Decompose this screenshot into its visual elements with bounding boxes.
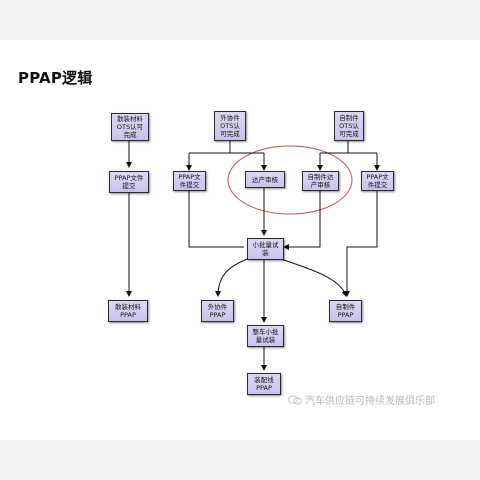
curve-batch-to-ext-ppap: [215, 257, 251, 297]
node-ext-ppap-doc: PPAP文 件提交: [173, 171, 206, 191]
node-self-made-ppap: 自制件 PPAP: [329, 300, 362, 322]
watermark-text: 汽车供应链可持续发展俱乐部: [305, 396, 435, 407]
node-self-made-ots: 自制件 OTS认 可完成: [334, 111, 364, 141]
arrow-self-doc-to-ppap: [344, 191, 378, 297]
node-vehicle-small-batch: 整车小批 量试装: [247, 325, 284, 347]
wechat-icon: [288, 394, 302, 404]
node-loose-material-ppap: 散装材料 PPAP: [108, 300, 148, 322]
curve-batch-to-self-ppap: [277, 257, 348, 297]
slide-background: [0, 40, 480, 440]
node-small-batch-trial: 小批量试 装: [247, 238, 284, 260]
arrow-ext-doc-to-ppap: [188, 191, 244, 248]
page-title: PPAP逻辑: [18, 69, 93, 87]
node-rate-audit: 达产审核: [245, 171, 285, 188]
highlight-ellipse: [227, 145, 353, 215]
arrow-self-rate-to-batch: [283, 190, 321, 250]
node-self-ppap-doc: PPAP文 件提交: [361, 171, 394, 191]
node-loose-ppap-doc: PPAP文件 提交: [109, 171, 149, 193]
node-external-ppap: 外协件 PPAP: [201, 300, 234, 322]
node-assembly-ppap: 装配线 PPAP: [247, 373, 281, 395]
node-external-ots: 外协件 OTS认 可完成: [214, 111, 246, 141]
node-loose-material-ots: 散装材料 OTS认可 完成: [111, 113, 149, 141]
watermark: 汽车供应链可持续发展俱乐部: [288, 392, 435, 407]
node-self-rate-audit: 自制件达 产审核: [302, 171, 339, 191]
